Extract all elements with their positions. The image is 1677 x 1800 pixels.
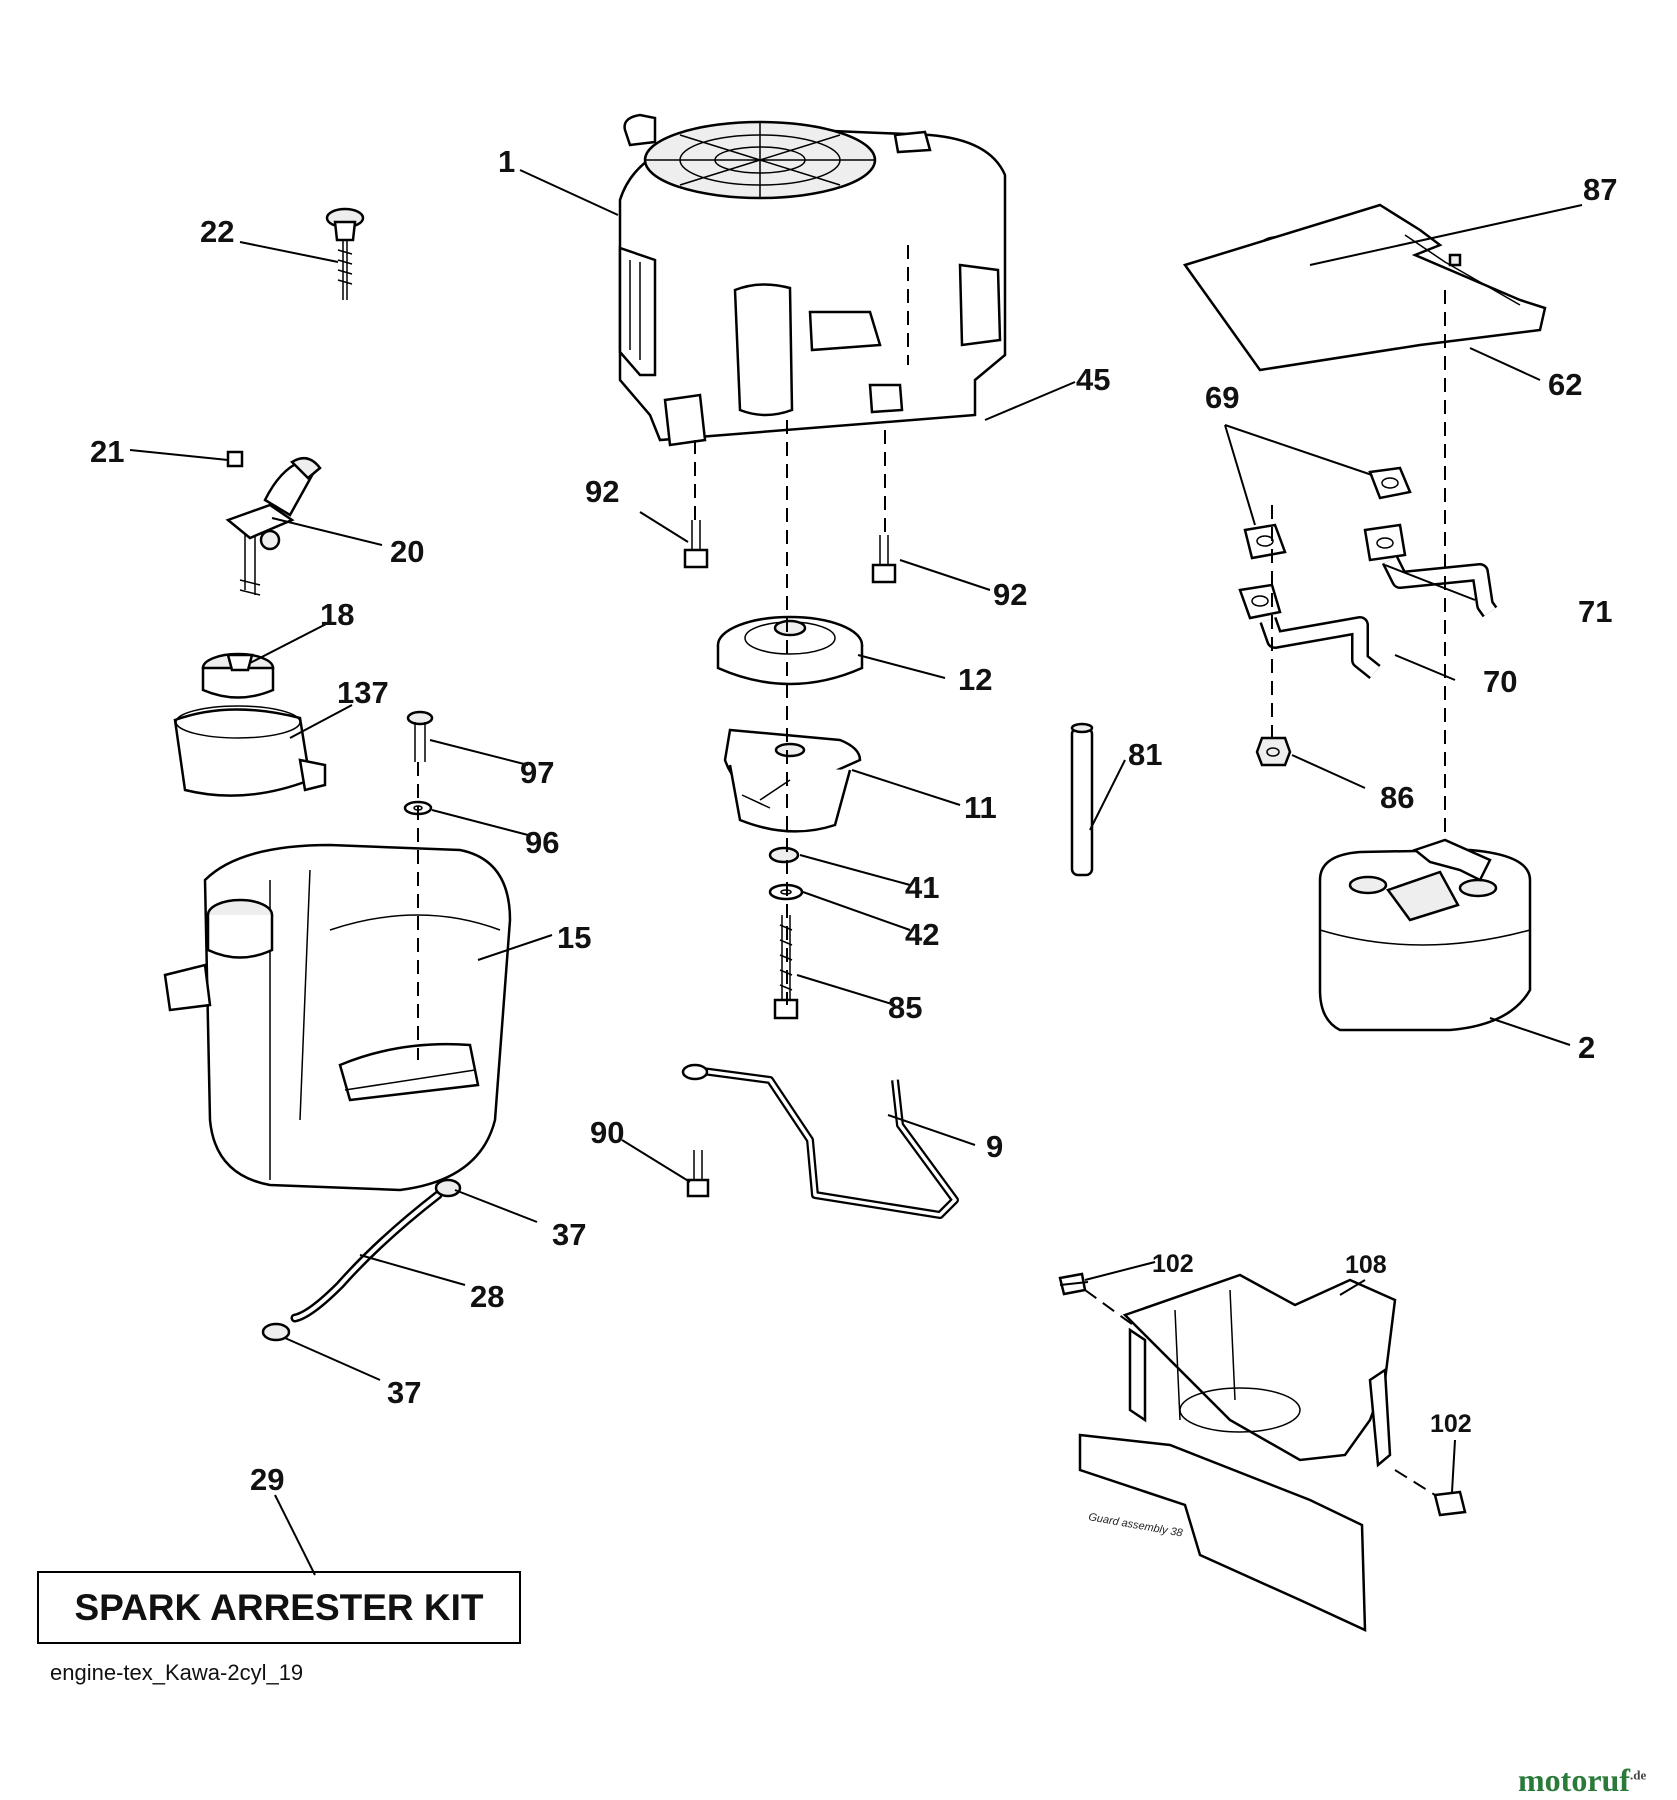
- part-label-81: 81: [1128, 737, 1162, 772]
- part-label-28: 28: [470, 1279, 504, 1314]
- part-label-97: 97: [520, 755, 554, 790]
- rod-9-drawing: [681, 1063, 959, 1219]
- part-labels: 1 2 9 11 12 15 18 20 21 22 28 29 37 37 4…: [90, 144, 1617, 1497]
- nut-86-drawing: [1255, 736, 1292, 767]
- fuel-tank-drawing: [163, 843, 512, 1192]
- part-label-12: 12: [958, 662, 992, 697]
- part-label-37-lower: 37: [387, 1375, 421, 1410]
- guard-stamp-text: Guard assembly 38: [1087, 1511, 1184, 1540]
- part-label-108: 108: [1345, 1251, 1387, 1279]
- drawing-reference: engine-tex_Kawa-2cyl_19: [50, 1660, 304, 1685]
- engine-guard-drawing: Guard assembly 38: [1058, 1272, 1467, 1632]
- tube-81-drawing: [1070, 722, 1094, 877]
- brand-tld: .de: [1629, 1767, 1647, 1783]
- part-label-22: 22: [200, 214, 234, 249]
- part-label-87: 87: [1583, 172, 1617, 207]
- heat-shield-drawing: [1182, 203, 1547, 372]
- throttle-control-drawing: [225, 450, 322, 596]
- part-label-29: 29: [250, 1462, 284, 1497]
- spark-arrester-kit-label: SPARK ARRESTER KIT: [74, 1586, 484, 1628]
- part-label-70: 70: [1483, 664, 1517, 699]
- filler-neck-drawing: [173, 705, 327, 797]
- part-label-41: 41: [905, 870, 939, 905]
- part-label-137: 137: [337, 675, 389, 710]
- part-label-2: 2: [1578, 1030, 1595, 1065]
- pulley-drawing: [716, 615, 864, 686]
- part-label-102-top: 102: [1152, 1250, 1194, 1278]
- part-label-1: 1: [498, 144, 515, 179]
- part-label-92-right: 92: [993, 577, 1027, 612]
- muffler-drawing: [1318, 838, 1532, 1032]
- clutch-drawing: [723, 728, 862, 833]
- part-label-90: 90: [590, 1115, 624, 1150]
- part-label-37-upper: 37: [552, 1217, 586, 1252]
- part-label-9: 9: [986, 1129, 1003, 1164]
- bolts-92-drawing: [683, 520, 897, 584]
- fuel-line-drawing: [261, 1178, 462, 1342]
- part-label-92-left: 92: [585, 474, 619, 509]
- engine-drawing: [618, 113, 1007, 447]
- part-label-102-right: 102: [1430, 1410, 1472, 1438]
- bolt-22-drawing: [325, 207, 365, 300]
- part-label-62: 62: [1548, 367, 1582, 402]
- part-label-69: 69: [1205, 380, 1239, 415]
- part-label-71: 71: [1578, 594, 1612, 629]
- exhaust-pipes-drawing: [1238, 466, 1498, 680]
- part-label-96: 96: [525, 825, 559, 860]
- part-label-18: 18: [320, 597, 354, 632]
- spark-arrester-kit-box: SPARK ARRESTER KIT: [37, 1571, 521, 1644]
- part-label-42: 42: [905, 917, 939, 952]
- alignment-lines: [417, 245, 1446, 1496]
- brand-name: motoruf: [1518, 1762, 1630, 1798]
- part-label-86: 86: [1380, 780, 1414, 815]
- part-label-45: 45: [1076, 362, 1110, 397]
- part-label-11: 11: [964, 790, 997, 825]
- part-label-20: 20: [390, 534, 424, 569]
- brand-logo: motoruf.de: [1518, 1762, 1646, 1799]
- part-label-21: 21: [90, 434, 124, 469]
- part-label-85: 85: [888, 990, 922, 1025]
- fuel-cap-drawing: [201, 652, 275, 699]
- part-label-15: 15: [557, 920, 591, 955]
- leader-lines: [129, 169, 1583, 1576]
- washers-drawing: [768, 846, 804, 1020]
